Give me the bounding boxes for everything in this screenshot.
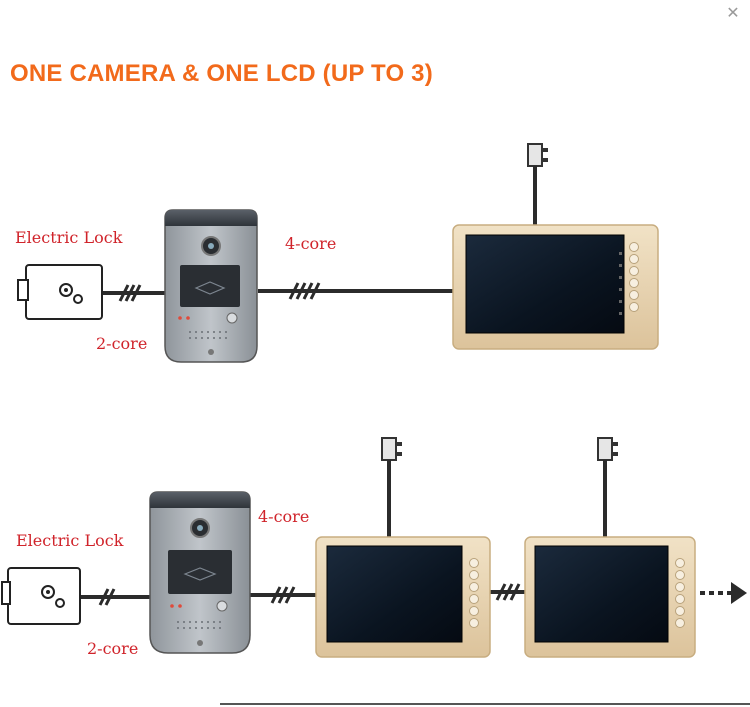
- power-adapter-icon: [527, 143, 548, 226]
- door-camera-icon: [149, 491, 251, 654]
- electric-lock-icon: [17, 264, 103, 320]
- indoor-monitor: [524, 536, 696, 658]
- power-adapter-icon: [597, 437, 618, 538]
- lock-cable: [80, 588, 150, 606]
- monitor-cable: [249, 586, 318, 604]
- lock-label: Electric Lock: [16, 531, 124, 550]
- lock-label: Electric Lock: [15, 228, 123, 247]
- indoor-monitor: [315, 536, 491, 658]
- monitor-link-cable: [488, 583, 527, 601]
- lock-cable-label: 2-core: [96, 334, 148, 353]
- electric-lock-icon: [1, 567, 81, 625]
- page-title: ONE CAMERA & ONE LCD (UP TO 3): [10, 60, 433, 87]
- lock-cable: [103, 284, 165, 302]
- monitor-cable-label: 4-core: [285, 234, 337, 253]
- lock-cable-label: 2-core: [87, 639, 139, 658]
- door-camera-icon: [164, 209, 258, 363]
- monitor-cable-label: 4-core: [258, 507, 310, 526]
- extension-arrow-icon: [700, 582, 747, 604]
- indoor-monitor: [452, 224, 659, 350]
- top-wiring: [17, 143, 659, 363]
- close-icon[interactable]: ✕: [726, 3, 740, 22]
- monitor-cable: [258, 282, 455, 300]
- power-adapter-icon: [381, 437, 402, 538]
- bottom-wiring: [1, 437, 747, 658]
